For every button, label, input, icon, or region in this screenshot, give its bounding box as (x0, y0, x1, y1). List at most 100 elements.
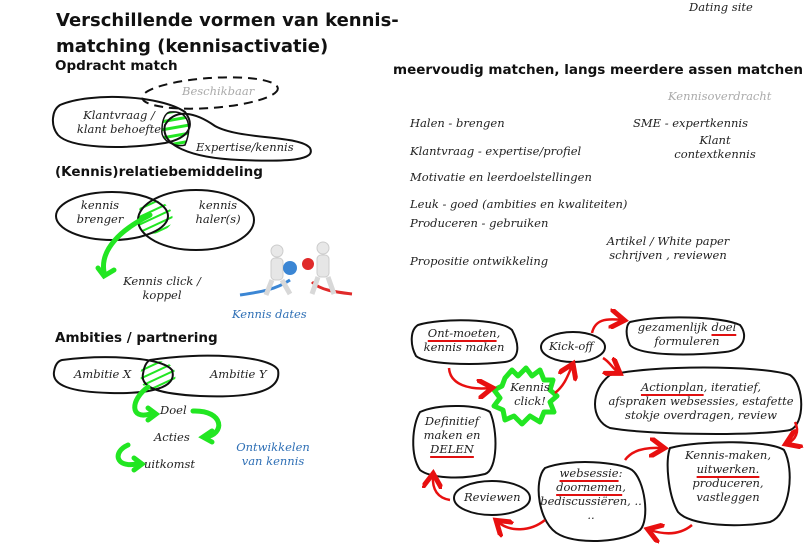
axis-item: Klantvraag - expertise/profiel (410, 144, 582, 158)
click-line-2: click! (514, 394, 546, 408)
text-delen: Definitief maken en DELEN (412, 414, 492, 456)
label-expertise: Expertise/kennis (196, 140, 294, 154)
actionplan-line-3: stokje overdragen, review (625, 408, 777, 422)
ontwikkelen-line-2: van kennis (241, 454, 305, 468)
label-klant-context: Klant contextkennis (660, 133, 770, 161)
text-ontmoeten: Ont-moeten, kennis maken (412, 326, 516, 354)
ambitie-y-shape (141, 354, 280, 398)
label-kennis-click: Kennis click / koppel (112, 274, 212, 302)
ambitie-x-shape (52, 356, 174, 395)
text-websessie: websessie: doornemen, bediscussiëren, ..… (535, 466, 647, 522)
reviewen-bubble (453, 480, 531, 516)
label-klantvraag: Klantvraag / klant behoefte (64, 108, 174, 136)
klant-line-2: contextkennis (674, 147, 756, 161)
kennis-maken-bubble (666, 441, 791, 527)
red-arrow-5 (788, 421, 797, 443)
brenger-line-1: kennis (80, 198, 120, 212)
green-arrow-doel (132, 384, 153, 418)
klant-line-1: Klant (699, 133, 731, 147)
label-doel: Doel (160, 403, 187, 417)
click-line-1: Kennis click / (123, 274, 201, 288)
label-kennis-haler: kennis haler(s) (188, 198, 248, 226)
doel-line-2: formuleren (654, 334, 720, 348)
artikel-line-1: Artikel / White paper (606, 234, 730, 248)
axis-item: Propositie ontwikkeling (410, 254, 549, 268)
websessie-bubble (537, 461, 647, 543)
ontmoeten-comma: , (496, 326, 501, 340)
doornemen-underlined: doornemen (556, 480, 623, 494)
red-arrow-7 (650, 525, 693, 533)
red-arrow-8 (498, 520, 546, 529)
caption-ontwikkelen: Ontwikkelen van kennis (228, 440, 318, 468)
green-arrow-acties (190, 408, 222, 440)
doel-underlined: doel (711, 320, 737, 334)
text-kennis-click: Kennis click! (502, 380, 558, 408)
red-arrow-2 (554, 366, 572, 394)
websessie-colon: : (618, 466, 623, 480)
ontmoeten-bubble (410, 319, 519, 365)
haler-line-1: kennis (198, 198, 238, 212)
axis-item: Produceren - gebruiken (410, 216, 549, 230)
red-arrow-6 (623, 448, 662, 461)
maken-line-3: produceren, (692, 476, 764, 490)
ontmoeten-line-2: kennis maken (423, 340, 505, 354)
maken-line-4: vastleggen (696, 490, 760, 504)
label-kennis-brenger: kennis brenger (70, 198, 130, 226)
axis-item: Halen - brengen (410, 116, 505, 130)
text-actionplan: Actionplan, iteratief, afspraken websess… (596, 380, 806, 422)
artikel-line-2: schrijven , reviewen (609, 248, 727, 262)
caption-kennis-dates: Kennis dates (232, 307, 307, 321)
delen-bubble (412, 404, 497, 479)
text-kickoff: Kick-off (549, 339, 594, 353)
klantvraag-shape (52, 95, 191, 148)
heading-ambities: Ambities / partnering (55, 330, 218, 346)
delen-underlined: DELEN (430, 442, 474, 456)
ontwikkelen-line-1: Ontwikkelen (236, 440, 310, 454)
maken-underlined: uitwerken. (696, 462, 760, 476)
doornemen-comma: , (622, 480, 626, 494)
axis-item: Leuk - goed (ambities en kwaliteiten) (410, 197, 628, 211)
expertise-shape (163, 112, 312, 162)
maken-line-1: Kennis-maken, (685, 448, 771, 462)
title-line-2: matching (kennisactivatie) (56, 36, 329, 57)
actionplan-rest: , iteratief, (703, 380, 762, 394)
delen-line-1: Definitief (424, 414, 480, 428)
ontmoeten-underlined: Ont-moeten (427, 326, 497, 340)
cycle-diagram (410, 316, 802, 543)
label-beschikbaar: Beschikbaar (182, 84, 255, 98)
ambitie-overlap-hatch (140, 361, 176, 391)
websessie-line-4: .. (587, 508, 595, 522)
ambities-diagram (52, 354, 280, 473)
red-arrow-9 (433, 476, 451, 502)
title-line-1: Verschillende vormen van kennis- (56, 10, 399, 31)
page-title: Verschillende vormen van kennis- matchin… (56, 8, 399, 60)
doel-bubble (625, 316, 746, 356)
label-artikel: Artikel / White paper schrijven , review… (598, 234, 738, 262)
label-acties: Acties (154, 430, 190, 444)
green-arrow-click (101, 212, 153, 275)
text-reviewen: Reviewen (464, 490, 521, 504)
label-ambitie-y: Ambitie Y (210, 367, 267, 381)
haler-line-2: haler(s) (195, 212, 241, 226)
label-uitkomst: uitkomst (144, 457, 196, 471)
green-arrow-uitkomst (115, 442, 139, 468)
heading-meervoudig: meervoudig matchen, langs meerdere assen… (393, 62, 803, 78)
text-kennis-maken: Kennis-maken, uitwerken. produceren, vas… (668, 448, 788, 504)
heading-relatiebemiddeling: (Kennis)relatiebemiddeling (55, 164, 263, 180)
label-ambitie-x: Ambitie X (74, 367, 132, 381)
red-arrow-1 (447, 367, 490, 388)
delen-line-2: maken en (423, 428, 481, 442)
label-kennisoverdracht: Kennisoverdracht (668, 89, 772, 103)
websessie-line-3: bediscussiëren, .. (540, 494, 642, 508)
relatie-diagram (55, 189, 255, 280)
klantvraag-line-1: Klantvraag / (83, 108, 155, 122)
websessie-underlined: websessie (559, 466, 619, 480)
red-arrow-4 (603, 358, 618, 372)
label-sme: SME - expertkennis (633, 116, 748, 130)
heading-opdracht-match: Opdracht match (55, 58, 178, 74)
plug-connection-illustration (239, 241, 353, 297)
click-line-2: koppel (142, 288, 182, 302)
actionplan-line-2: afspraken websessies, estafette (608, 394, 794, 408)
kennis-click-star (491, 365, 560, 427)
